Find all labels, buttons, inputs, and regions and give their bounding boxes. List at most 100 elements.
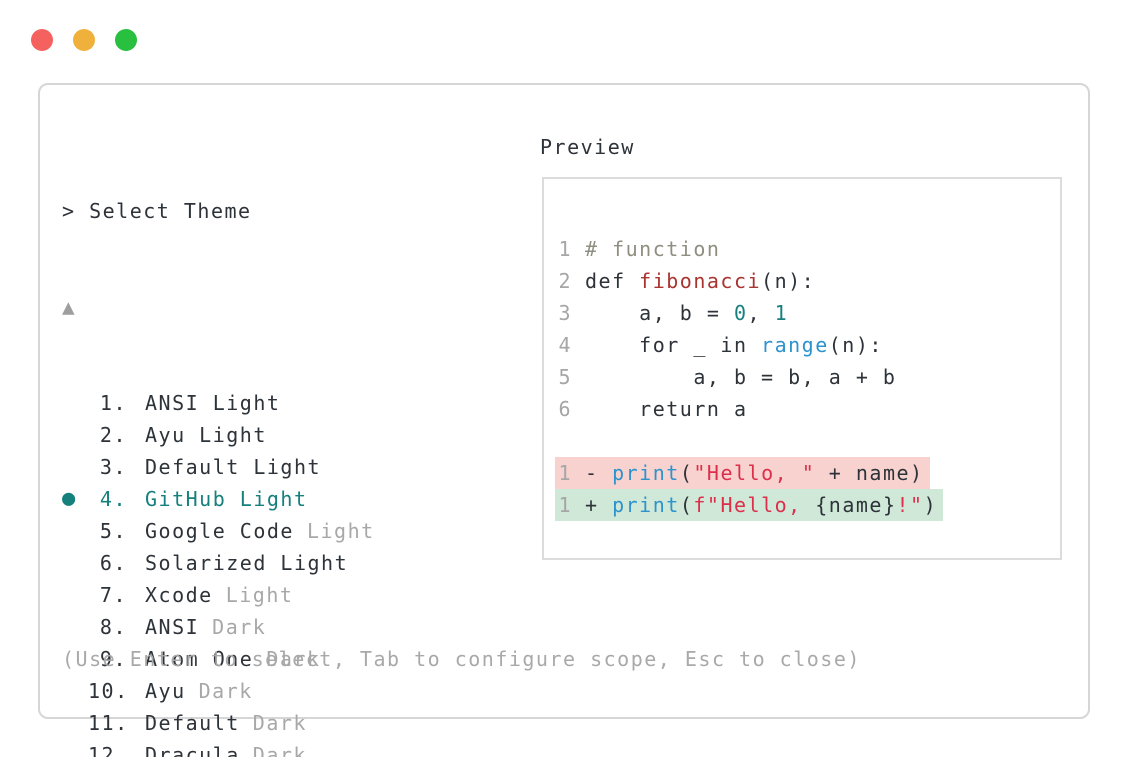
theme-item-label: Atom One <box>145 647 254 671</box>
code-token-plain: + <box>585 493 613 517</box>
code-token-string: f"Hello, <box>693 493 816 517</box>
theme-item-number: 11. <box>88 711 129 735</box>
code-token-plain: def <box>585 269 640 293</box>
theme-item-ayu-light[interactable]: 2. Ayu Light <box>62 419 375 451</box>
code-line-content: 1 # function <box>555 233 726 265</box>
theme-item-default-light[interactable]: 3. Default Light <box>62 451 375 483</box>
code-line: 1- print("Hello, " + name) <box>555 457 1060 489</box>
code-token-num: 0 <box>733 301 748 325</box>
theme-item-number: 6. <box>99 551 127 575</box>
diff-removed-line: 1- print("Hello, " + name) <box>555 457 930 489</box>
code-token-plain: for _ in <box>585 333 762 357</box>
theme-item-number: 4. <box>99 487 127 511</box>
theme-item-label: GitHub Light <box>145 487 308 511</box>
window-controls <box>31 29 137 51</box>
theme-item-label: Solarized Light <box>145 551 349 575</box>
code-line: 6 return a <box>555 393 1060 425</box>
theme-item-variant-label: Light <box>306 519 375 543</box>
code-token-plain: - <box>585 461 613 485</box>
theme-item-variant-label: Dark <box>252 711 307 735</box>
theme-item-github-light[interactable]: ● 4. GitHub Light <box>62 483 375 515</box>
theme-item-default-dark[interactable]: 11. Default Dark <box>62 707 375 739</box>
code-line: 4 for _ in range(n): <box>555 329 1060 361</box>
code-token-plain: {name} <box>815 493 897 517</box>
code-token-string: !" <box>896 493 924 517</box>
code-token-plain: a, b = b, a + b <box>585 365 897 389</box>
code-token-plain: a, b = <box>585 301 734 325</box>
code-token-plain: ) <box>923 493 938 517</box>
theme-item-ansi-dark[interactable]: 8. ANSI Dark <box>62 611 375 643</box>
theme-item-number: 8. <box>99 615 127 639</box>
theme-picker-dialog: > Select Theme ▲ 1. ANSI Light 2. Ayu Light… <box>38 83 1090 757</box>
theme-item-label: Ayu Light <box>145 423 267 447</box>
code-line-content: 5 a, b = b, a + b <box>555 361 902 393</box>
theme-item-number: 12. <box>88 743 129 757</box>
theme-item-label: Google Code <box>145 519 294 543</box>
theme-item-google-code-light[interactable]: 5. Google Code Light <box>62 515 375 547</box>
code-token-comment: # function <box>585 237 721 261</box>
line-number: 3 <box>558 301 572 325</box>
theme-item-variant-label: Dark <box>198 679 253 703</box>
theme-item-label: ANSI <box>145 615 200 639</box>
preview-title: Preview <box>540 135 635 159</box>
code-line-content: 6 return a <box>555 393 754 425</box>
theme-item-number: 9. <box>99 647 127 671</box>
theme-item-xcode-light[interactable]: 7. Xcode Light <box>62 579 375 611</box>
selected-indicator-icon: ● <box>62 486 77 511</box>
scroll-up-icon[interactable]: ▲ <box>62 295 77 319</box>
code-line <box>555 425 1060 457</box>
theme-item-label: Default <box>145 711 240 735</box>
code-token-num: 1 <box>774 301 789 325</box>
theme-item-solarized-light[interactable]: 6. Solarized Light <box>62 547 375 579</box>
code-token-plain: ( <box>679 461 694 485</box>
code-token-func: fibonacci <box>639 269 762 293</box>
theme-item-number: 10. <box>88 679 129 703</box>
theme-item-variant-label: Dark <box>212 615 267 639</box>
code-line-content: 3 a, b = 0, 1 <box>555 297 794 329</box>
line-number: 5 <box>558 365 572 389</box>
picker-prompt: > Select Theme <box>62 199 252 223</box>
line-number: 2 <box>558 269 572 293</box>
theme-list: 1. ANSI Light 2. Ayu Light 3. Default Light ● 4… <box>62 387 375 757</box>
help-bar: (Use Enter to select, Tab to configure s… <box>62 647 861 671</box>
code-token-plain: (n): <box>761 269 816 293</box>
line-number: 4 <box>558 333 572 357</box>
code-line-content: 4 for _ in range(n): <box>555 329 889 361</box>
close-button[interactable] <box>31 29 53 51</box>
code-line: 3 a, b = 0, 1 <box>555 297 1060 329</box>
theme-item-label: ANSI Light <box>145 391 281 415</box>
theme-item-label: Xcode <box>145 583 213 607</box>
theme-item-number: 1. <box>99 391 127 415</box>
code-token-string: "Hello, " <box>693 461 816 485</box>
code-token-plain: (n): <box>828 333 883 357</box>
theme-item-number: 5. <box>99 519 127 543</box>
code-line: 1 # function <box>555 233 1060 265</box>
theme-item-number: 7. <box>99 583 127 607</box>
code-line-content: 2 def fibonacci(n): <box>555 265 821 297</box>
theme-item-variant-label: Dark <box>252 743 307 757</box>
line-number: 1 <box>558 461 572 485</box>
code-token-builtin: range <box>761 333 829 357</box>
code-token-builtin: print <box>612 461 680 485</box>
zoom-button[interactable] <box>115 29 137 51</box>
theme-item-label: Ayu <box>145 679 186 703</box>
code-token-builtin: print <box>612 493 680 517</box>
theme-picker-left-column: > Select Theme ▲ 1. ANSI Light 2. Ayu Light… <box>62 131 375 757</box>
code-line: 5 a, b = b, a + b <box>555 361 1060 393</box>
line-number: 1 <box>558 237 572 261</box>
theme-item-variant-label: Light <box>225 583 294 607</box>
code-line: 1+ print(f"Hello, {name}!") <box>555 489 1060 521</box>
code-line: 2 def fibonacci(n): <box>555 265 1060 297</box>
code-token-plain: ( <box>679 493 694 517</box>
theme-item-ansi-light[interactable]: 1. ANSI Light <box>62 387 375 419</box>
theme-item-number: 3. <box>99 455 127 479</box>
theme-item-ayu-dark[interactable]: 10. Ayu Dark <box>62 675 375 707</box>
theme-item-number: 2. <box>99 423 127 447</box>
minimize-button[interactable] <box>73 29 95 51</box>
theme-item-label: Default Light <box>145 455 322 479</box>
code-token-plain: , <box>747 301 775 325</box>
